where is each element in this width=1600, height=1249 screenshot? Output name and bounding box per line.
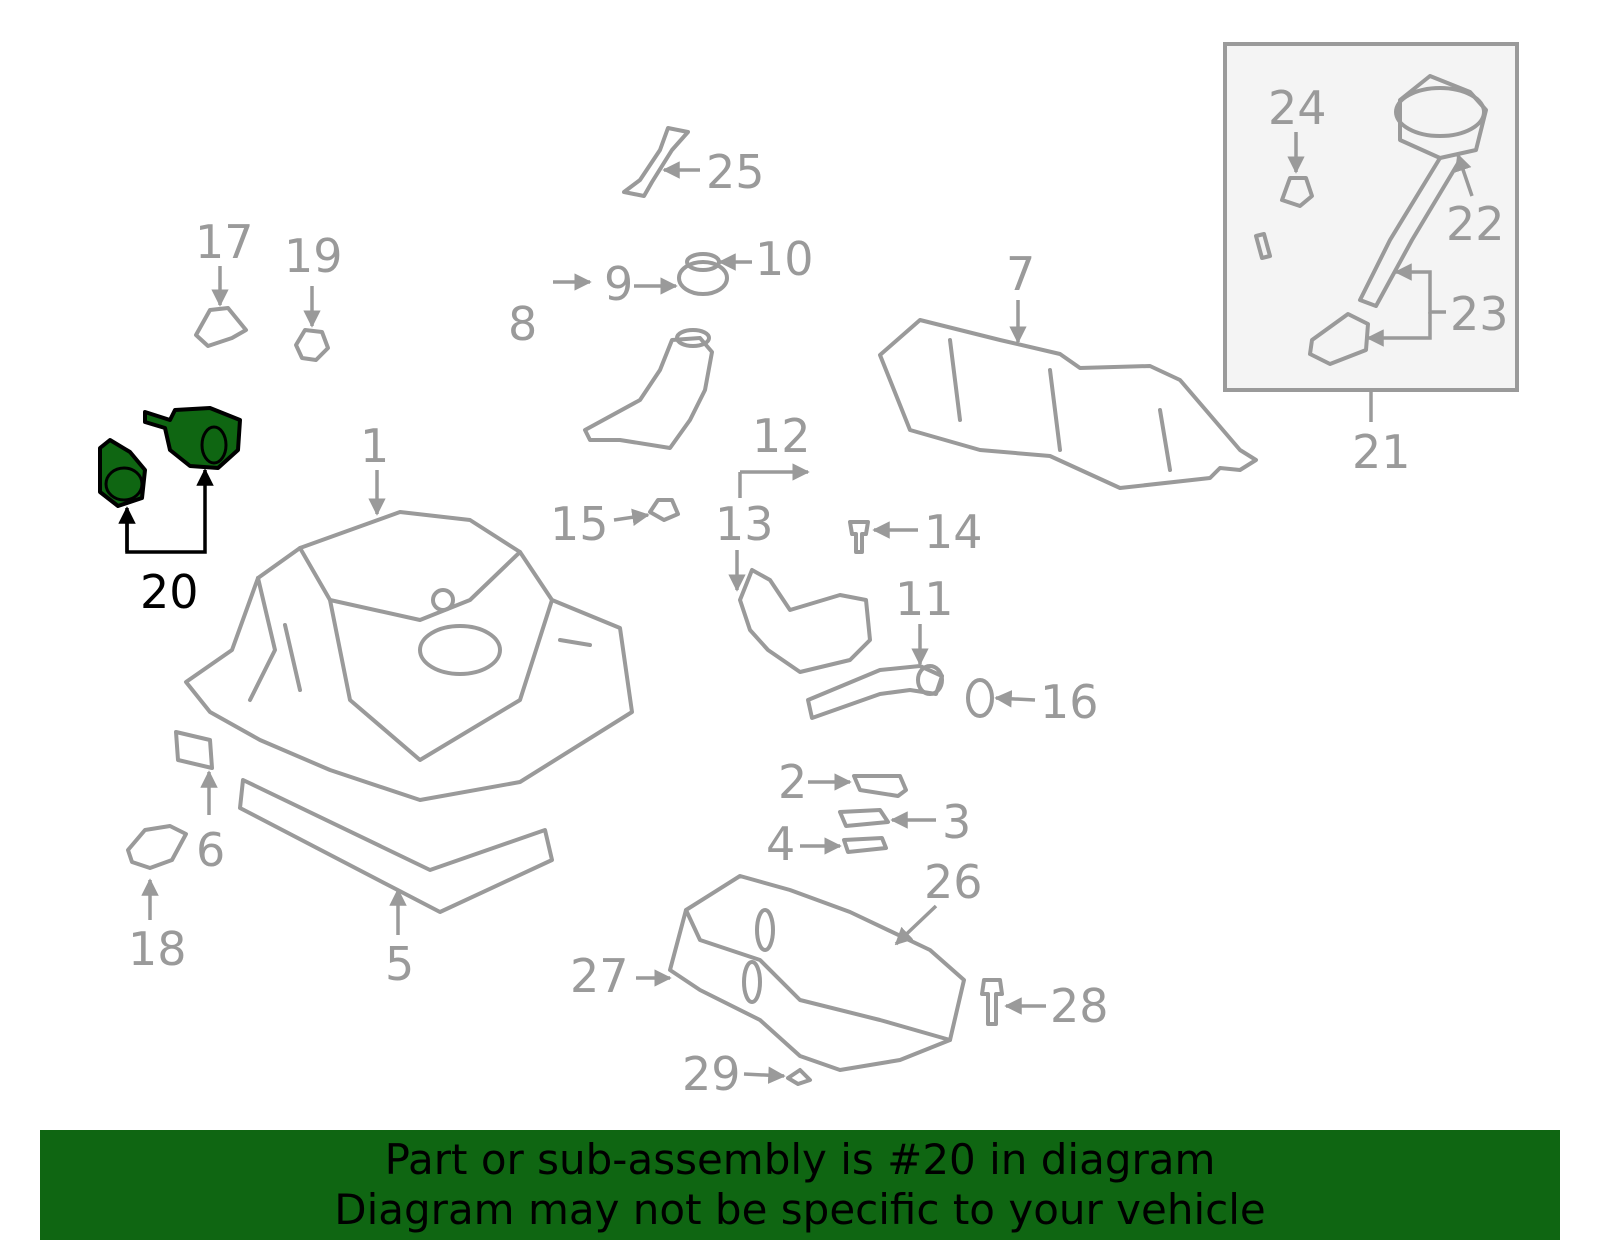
callout-10: 10 xyxy=(755,232,814,286)
part-bolt-28[interactable] xyxy=(980,978,1004,1026)
part-bolt-14[interactable] xyxy=(848,520,870,554)
part-nut-15[interactable] xyxy=(648,498,680,522)
callout-2: 2 xyxy=(778,755,807,809)
callout-28: 28 xyxy=(1050,979,1109,1033)
part-fitting-24[interactable] xyxy=(1280,176,1314,208)
callout-1: 1 xyxy=(360,419,389,473)
part-grommet-16[interactable] xyxy=(966,678,994,718)
part-skid-26[interactable] xyxy=(668,874,966,1072)
part-clip-19[interactable] xyxy=(294,328,330,362)
part-bracket-2[interactable] xyxy=(852,774,908,798)
callout-27: 27 xyxy=(570,949,629,1003)
part-bracket-12[interactable] xyxy=(738,568,872,674)
callout-11: 11 xyxy=(895,572,954,626)
callout-29: 29 xyxy=(682,1047,741,1101)
callout-23: 23 xyxy=(1450,287,1509,341)
callout-4: 4 xyxy=(766,817,795,871)
part-pad-3[interactable] xyxy=(838,808,890,828)
part-filter-23[interactable] xyxy=(1308,312,1370,366)
part-filler-neck-8[interactable] xyxy=(583,336,714,450)
part-shield-7[interactable] xyxy=(878,318,1258,490)
info-banner: Part or sub-assembly is #20 in diagram D… xyxy=(40,1130,1560,1240)
callout-20: 20 xyxy=(140,565,199,619)
part-valve-17[interactable] xyxy=(194,306,248,348)
callout-24: 24 xyxy=(1268,81,1327,135)
callout-7: 7 xyxy=(1006,247,1035,301)
part-cap-10[interactable] xyxy=(677,260,729,296)
part-pad-6[interactable] xyxy=(174,730,214,770)
callout-26: 26 xyxy=(924,855,983,909)
part-valve-18[interactable] xyxy=(126,824,188,870)
part-pad-4[interactable] xyxy=(842,836,888,854)
callout-13: 13 xyxy=(715,497,774,551)
callout-19: 19 xyxy=(284,229,343,283)
callout-14: 14 xyxy=(924,505,983,559)
callout-3: 3 xyxy=(942,795,971,849)
callout-16: 16 xyxy=(1040,675,1099,729)
callout-5: 5 xyxy=(385,937,414,991)
banner-line-2: Diagram may not be specific to your vehi… xyxy=(334,1185,1266,1234)
part-clip-29[interactable] xyxy=(786,1068,812,1086)
callout-18: 18 xyxy=(128,922,187,976)
callout-17: 17 xyxy=(195,215,254,269)
callout-6: 6 xyxy=(196,823,225,877)
callout-15: 15 xyxy=(550,497,609,551)
callout-25: 25 xyxy=(706,145,765,199)
callout-22: 22 xyxy=(1446,197,1505,251)
part-fuel-tank[interactable] xyxy=(184,510,634,802)
callout-9: 9 xyxy=(604,257,633,311)
part-vent-25[interactable] xyxy=(622,126,690,198)
part-pump-22[interactable] xyxy=(1398,74,1488,160)
banner-line-1: Part or sub-assembly is #20 in diagram xyxy=(384,1135,1216,1184)
callout-12: 12 xyxy=(752,409,811,463)
callout-21: 21 xyxy=(1352,425,1411,479)
callout-8: 8 xyxy=(508,297,537,351)
part-20-highlighted[interactable] xyxy=(98,406,242,508)
part-strap-5[interactable] xyxy=(238,778,554,914)
